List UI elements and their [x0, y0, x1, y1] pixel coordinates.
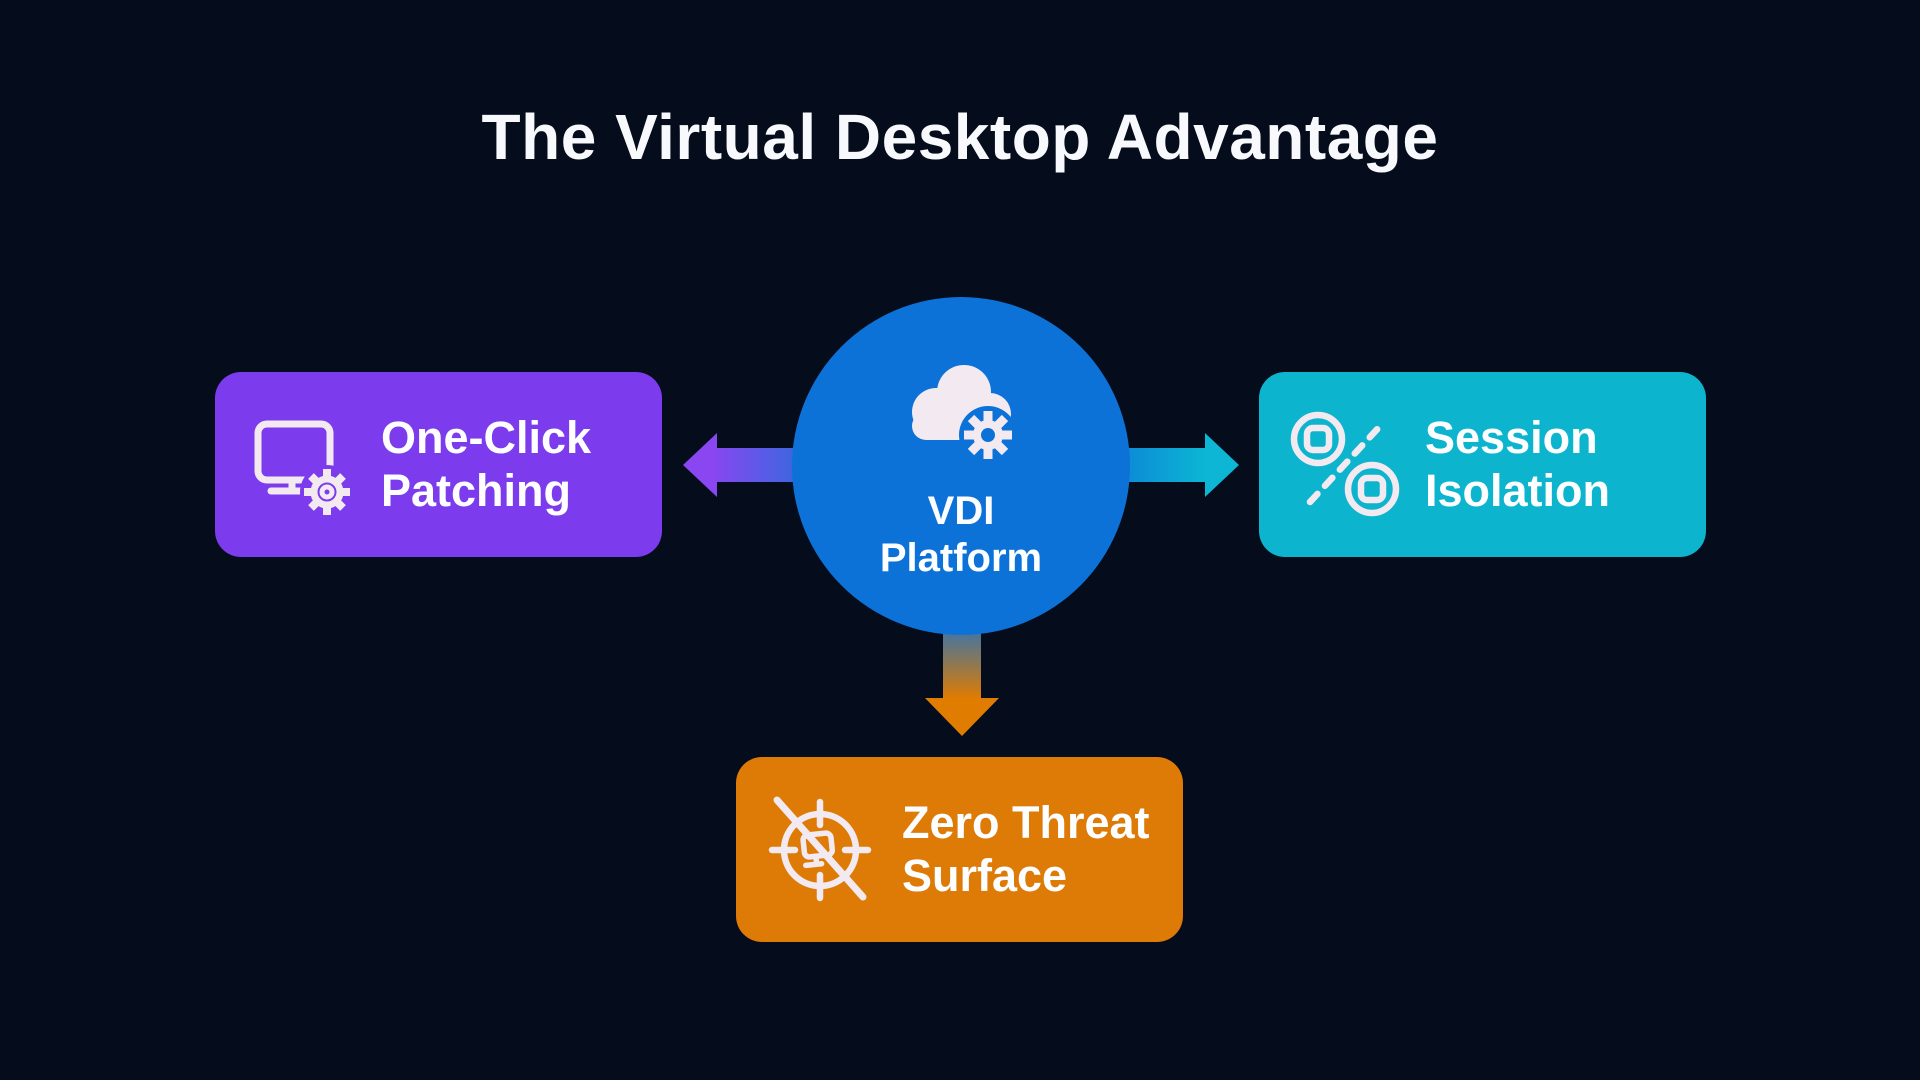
- page-title: The Virtual Desktop Advantage: [481, 101, 1439, 173]
- cloud-gear-icon: [912, 364, 1017, 464]
- arrow-right-head-icon: [1205, 433, 1239, 497]
- monitor-gear-icon: [254, 420, 354, 519]
- arrow-down-head-icon: [925, 698, 999, 736]
- crossed-target-icon: [768, 796, 872, 901]
- node-label: Session Isolation: [1425, 411, 1611, 516]
- node-label: One-Click Patching: [381, 411, 592, 516]
- node-one-click-patching: One-Click Patching: [215, 372, 662, 557]
- node-zero-threat-surface: Zero Threat Surface: [736, 757, 1183, 942]
- node-session-isolation: Session Isolation: [1259, 372, 1706, 557]
- node-label: Zero Threat Surface: [902, 796, 1150, 901]
- center-node-label: VDI Platform: [879, 488, 1043, 580]
- center-node-vdi-platform: VDI Platform: [792, 297, 1130, 635]
- isolated-sessions-icon: [1290, 411, 1400, 516]
- arrow-left-head-icon: [683, 433, 717, 497]
